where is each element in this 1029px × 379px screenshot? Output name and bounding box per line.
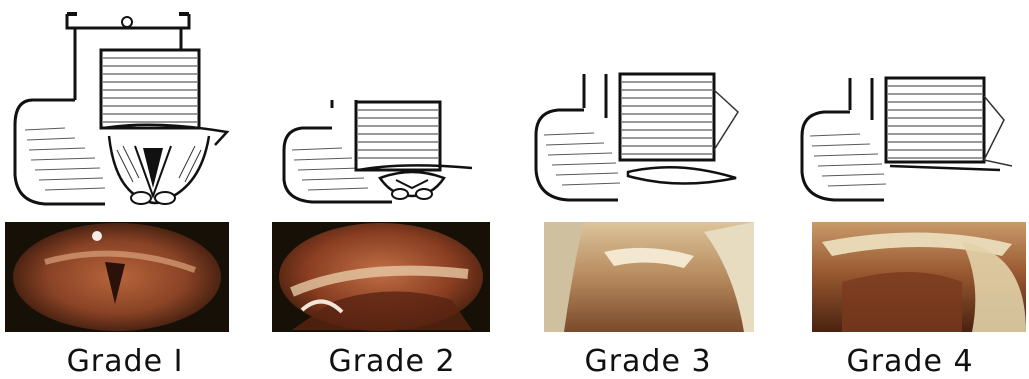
grade-3-endoscopic-photo xyxy=(544,222,754,332)
grade-4-panel: Grade 4 xyxy=(790,0,1029,379)
blade-block xyxy=(886,78,984,162)
grade-3-label: Grade 3 xyxy=(528,345,768,379)
grade-1-laryngoscope-drawing xyxy=(5,0,245,215)
blade-handle-outline xyxy=(584,74,606,118)
grade-2-panel: Grade 2 xyxy=(272,0,512,379)
grade-3-laryngoscope-drawing xyxy=(528,0,768,215)
blade-handle-outline xyxy=(332,100,356,120)
blade-block xyxy=(356,102,440,170)
grade-2-endoscopic-photo xyxy=(272,222,490,332)
grade-1-endoscopic-photo xyxy=(5,222,229,332)
grade-4-laryngoscope-drawing xyxy=(790,0,1029,215)
blade-handle-outline xyxy=(850,78,872,120)
blade-hole xyxy=(122,17,132,27)
epiglottis-outline xyxy=(628,167,736,183)
blade-block xyxy=(620,74,714,160)
grade-2-label: Grade 2 xyxy=(272,345,512,379)
grade-3-panel: Grade 3 xyxy=(528,0,768,379)
posterior-glottis-outline xyxy=(380,172,444,196)
grade-4-label: Grade 4 xyxy=(790,345,1029,379)
grade-4-endoscopic-photo xyxy=(812,222,1026,332)
grade-2-laryngoscope-drawing xyxy=(272,0,512,215)
blade-block xyxy=(101,50,199,128)
grade-1-panel: Grade I xyxy=(5,0,245,379)
pharynx-outline xyxy=(890,166,1000,170)
grade-1-label: Grade I xyxy=(5,345,245,379)
